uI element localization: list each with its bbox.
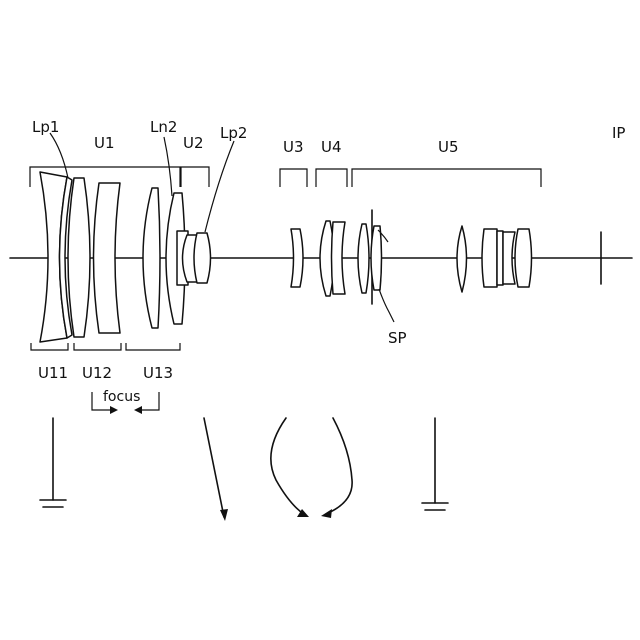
bracket-u2 xyxy=(181,167,209,187)
focus-arrowhead-right xyxy=(110,406,118,414)
label-lp2: Lp2 xyxy=(220,124,247,142)
arrowhead-u2 xyxy=(220,509,228,521)
locus-curve-u4 xyxy=(326,418,352,514)
bracket-u11 xyxy=(31,343,68,350)
zoom-locus-u5-fixed xyxy=(422,418,448,510)
label-u2: U2 xyxy=(183,134,204,152)
lens-u5-a xyxy=(358,224,369,293)
focus-arrowhead-left xyxy=(134,406,142,414)
lens-u5-b xyxy=(371,226,382,290)
lens-u5-g xyxy=(515,229,532,287)
zoom-locus-u2 xyxy=(204,418,228,521)
label-ln2: Ln2 xyxy=(150,118,177,136)
bracket-u5 xyxy=(352,169,541,187)
locus-line-u2 xyxy=(204,418,224,517)
lens-group-u1 xyxy=(40,172,185,342)
label-u3: U3 xyxy=(283,138,304,156)
lens-u5-e xyxy=(497,231,503,285)
label-focus: focus xyxy=(103,389,140,405)
lens-u13-a xyxy=(143,188,160,328)
label-ip: IP xyxy=(612,124,625,142)
label-u13: U13 xyxy=(143,364,173,382)
leader-sp xyxy=(379,289,394,322)
lens-u3 xyxy=(291,229,303,287)
zoom-locus-u3 xyxy=(271,418,309,517)
leader-lp1 xyxy=(50,133,68,178)
zoom-locus-u4 xyxy=(321,418,352,518)
label-u11: U11 xyxy=(38,364,68,382)
bracket-u13 xyxy=(126,343,180,350)
lens-u5-c xyxy=(457,226,467,292)
lens-group-u4 xyxy=(320,221,345,296)
zoom-locus-u1-fixed xyxy=(40,418,66,507)
lens-group-u3 xyxy=(291,229,303,287)
locus-curve-u3 xyxy=(271,418,305,515)
arrowhead-u4 xyxy=(321,509,332,518)
lens-u12-a xyxy=(68,178,90,337)
label-u5: U5 xyxy=(438,138,459,156)
lens-lp2 xyxy=(194,233,211,283)
label-lp1: Lp1 xyxy=(32,118,59,136)
lens-u5-d xyxy=(482,229,497,287)
bracket-u4 xyxy=(316,169,347,187)
label-u12: U12 xyxy=(82,364,112,382)
lens-group-u2 xyxy=(177,231,211,285)
bracket-u3 xyxy=(280,169,307,187)
label-u1: U1 xyxy=(94,134,115,152)
bracket-u12 xyxy=(74,343,121,350)
label-u4: U4 xyxy=(321,138,342,156)
label-sp: SP xyxy=(388,329,407,347)
